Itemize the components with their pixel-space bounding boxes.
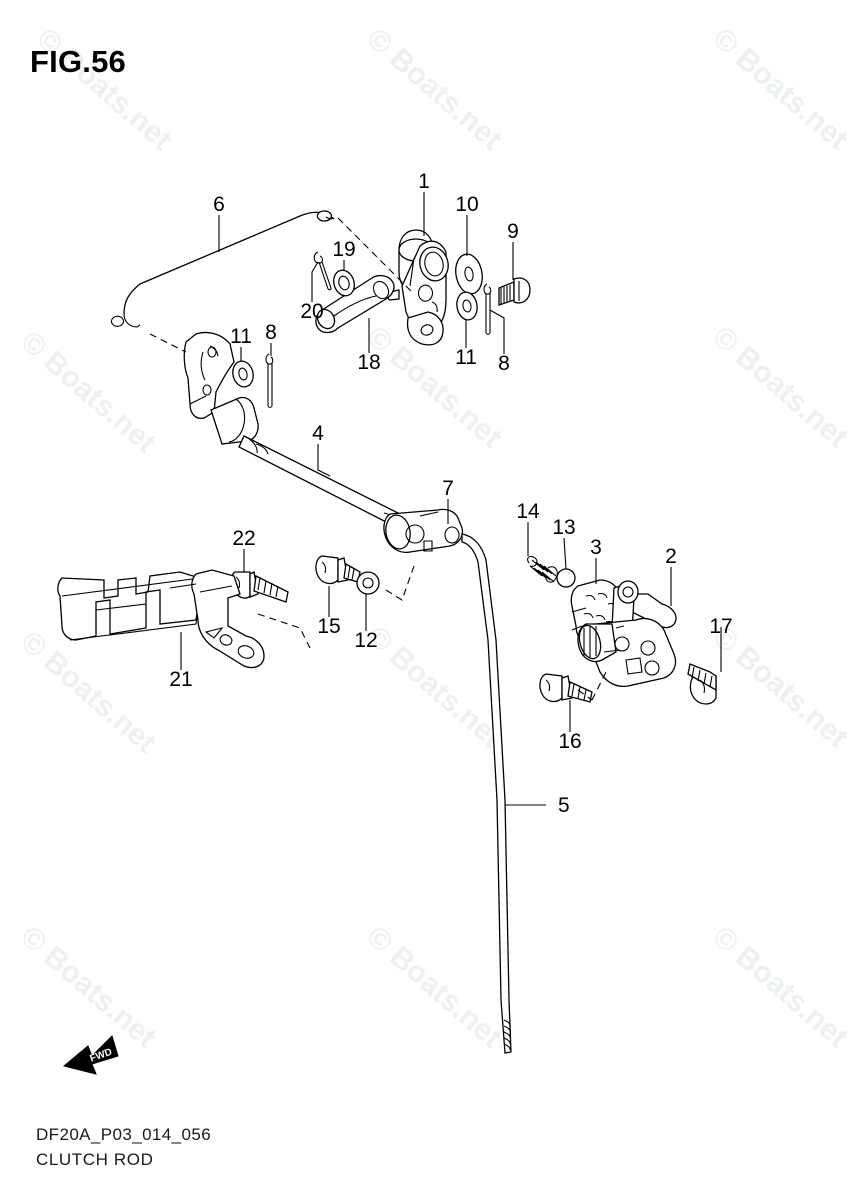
leader-lines: [149, 192, 722, 806]
callout-21: 21: [169, 668, 192, 691]
callout-14: 14: [516, 500, 540, 523]
part-9-bolt: [498, 277, 531, 306]
gear-case-lug: [183, 331, 235, 420]
callout-18: 18: [357, 351, 380, 374]
callout-16: 16: [558, 730, 581, 753]
part-8-cotter-pin-left: [265, 353, 274, 409]
part-21-bracket-holder: [57, 569, 265, 669]
part-6-link-rod: [110, 210, 335, 328]
callout-11-left: 11: [230, 325, 252, 348]
part-18-link-arm: [315, 274, 395, 334]
callout-12: 12: [354, 629, 377, 652]
callout-10: 10: [455, 193, 478, 216]
part-17-bolt: [687, 663, 717, 705]
part-13-steel-ball: [556, 568, 576, 588]
part-7-rod-joint: [383, 508, 464, 554]
footer: DF20A_P03_014_056 CLUTCH ROD: [36, 1124, 211, 1172]
callout-22: 22: [232, 527, 255, 550]
part-12-washer: [356, 571, 380, 595]
part-10-washer-large: [455, 253, 483, 295]
part-1-clutch-lever: [387, 229, 449, 346]
callout-3: 3: [590, 536, 602, 559]
callout-5: 5: [558, 794, 570, 817]
callout-17: 17: [709, 615, 732, 638]
callout-20: 20: [300, 300, 323, 323]
part-4-clutch-rod-upper: [210, 396, 405, 529]
part-5-clutch-rod-lower: [461, 533, 512, 1054]
callout-1: 1: [418, 170, 430, 193]
page-title: FIG.56: [30, 44, 126, 79]
part-20-cotter-pin: [313, 251, 332, 291]
part-2-clutch-shifter-arm: [577, 580, 677, 688]
callout-2: 2: [665, 545, 677, 568]
callout-11-right: 11: [455, 346, 477, 369]
part-16-bolt: [539, 673, 593, 703]
diagram-name: CLUTCH ROD: [36, 1150, 154, 1169]
callout-13: 13: [552, 516, 575, 539]
part-14-spring: [527, 555, 558, 583]
part-8-cotter-pin-right: [483, 283, 492, 336]
diagram-code: DF20A_P03_014_056: [36, 1125, 212, 1144]
part-22-bolt: [230, 571, 289, 603]
callout-7: 7: [442, 477, 454, 500]
fwd-marker: FWD: [62, 1035, 119, 1075]
part-19-bushing: [333, 269, 355, 297]
callout-6: 6: [213, 193, 225, 216]
callout-8-right: 8: [498, 352, 510, 375]
fwd-label: FWD: [89, 1047, 114, 1065]
callout-numbers: 1 2 3 4 5 6 7 8 8 9 10 11 11 12 13 14 15…: [169, 170, 732, 817]
part-15-pin-screw: [315, 555, 361, 585]
callout-15: 15: [317, 615, 340, 638]
callout-9: 9: [507, 220, 519, 243]
part-11-washer-small-right: [456, 291, 478, 321]
callout-19: 19: [332, 238, 355, 261]
callout-4: 4: [312, 422, 324, 445]
part-11-washer-small-left: [232, 360, 254, 388]
callout-8-left: 8: [265, 321, 277, 344]
